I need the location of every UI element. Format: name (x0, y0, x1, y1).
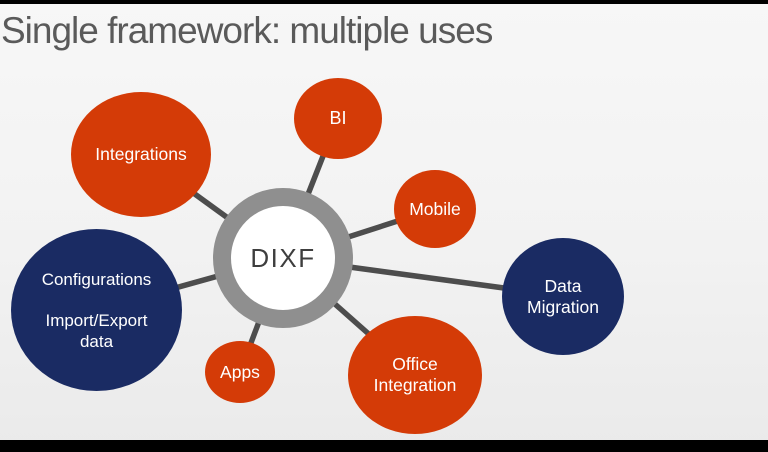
bubble-label: Migration (527, 296, 599, 317)
bubble-label: Mobile (409, 198, 461, 219)
bubble-data-migration: Data Migration (502, 238, 624, 355)
letterbox-top-bar (0, 0, 768, 4)
dixf-hub-ring (213, 188, 353, 328)
bubble-label: Data (544, 275, 582, 296)
bubble-bi: BI (294, 78, 382, 159)
bubble-integrations: Integrations (71, 92, 211, 217)
letterbox-bottom-bar (0, 440, 768, 452)
bubble-label: Integration (373, 375, 457, 395)
bubble-label: Office (392, 354, 438, 374)
bubble-apps: Apps (205, 341, 275, 403)
bubble-office-integration: Office Integration (348, 316, 482, 434)
bubble-label: Apps (220, 361, 260, 382)
slide-title: Single framework: multiple uses (1, 10, 493, 51)
bubble-label: Configurations (41, 269, 152, 289)
bubble-label: Integrations (95, 144, 187, 164)
bubble-configurations: Configurations Import/Export data (11, 229, 182, 391)
bubble-mobile: Mobile (394, 170, 476, 248)
bubble-label: data (79, 331, 114, 351)
bubble-label: Import/Export (45, 310, 148, 330)
hub-label-dixf: DIXF (250, 242, 316, 273)
bubble-label: BI (329, 108, 347, 128)
